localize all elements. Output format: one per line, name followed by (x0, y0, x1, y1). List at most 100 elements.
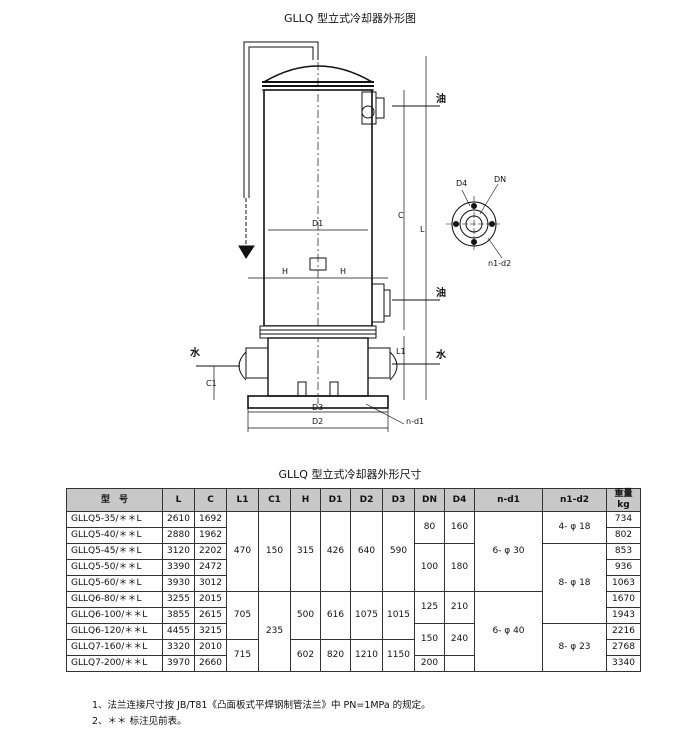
cell-model: GLLQ5-60/＊＊L (66, 575, 163, 592)
cell-C: 2472 (194, 559, 227, 576)
table-row: GLLQ7-200/＊＊L 3970 2660 200 3340 (66, 655, 641, 672)
header-D3: D3 (382, 488, 415, 512)
dim-D3-label: D3 (312, 403, 323, 412)
cell-H: 315 (290, 511, 321, 592)
cell-weight: 802 (606, 527, 641, 544)
cell-DN: 200 (414, 655, 445, 672)
cell-D1: 820 (320, 639, 351, 672)
dim-C-label: C (398, 211, 404, 220)
water-outlet-label: 水 (435, 348, 447, 361)
cell-L: 3970 (162, 655, 195, 672)
cell-model: GLLQ5-50/＊＊L (66, 559, 163, 576)
header-L1: L1 (226, 488, 259, 512)
cell-C: 2660 (194, 655, 227, 672)
dim-H-right-label: H (340, 267, 346, 276)
cell-D4: 180 (444, 543, 475, 592)
cell-L: 3120 (162, 543, 195, 560)
header-L: L (162, 488, 195, 512)
cell-H: 602 (290, 639, 321, 672)
cell-C: 1692 (194, 511, 227, 528)
cell-model: GLLQ6-80/＊＊L (66, 591, 163, 608)
cell-D4: 240 (444, 623, 475, 656)
table-header-row: 型 号 L C L1 C1 H D1 D2 D3 DN D4 n-d1 n1-d… (66, 488, 641, 512)
cell-DN: 100 (414, 543, 445, 592)
cell-n1d2: 4- φ 18 (542, 511, 607, 544)
cell-D2: 640 (350, 511, 383, 592)
cell-C: 1962 (194, 527, 227, 544)
external-pipe (243, 41, 319, 198)
header-weight-unit: kg (617, 500, 630, 510)
table-row: GLLQ5-60/＊＊L 3930 3012 1063 (66, 575, 641, 592)
header-H: H (290, 488, 321, 512)
drawing-title: GLLQ 型立式冷却器外形图 (284, 12, 416, 25)
cell-C1: 150 (258, 511, 291, 592)
cell-DN: 125 (414, 591, 445, 624)
cell-L: 3255 (162, 591, 195, 608)
cell-C: 2202 (194, 543, 227, 560)
table-row: GLLQ5-50/＊＊L 3390 2472 936 (66, 559, 641, 576)
cell-D2: 1075 (350, 591, 383, 640)
cell-weight: 853 (606, 543, 641, 560)
cell-DN: 80 (414, 511, 445, 544)
cell-D3: 590 (382, 511, 415, 592)
dim-D2-label: D2 (312, 417, 323, 426)
dim-C1-label: C1 (206, 379, 217, 388)
header-nd1: n-d1 (474, 488, 543, 512)
cell-weight: 734 (606, 511, 641, 528)
cell-L: 2880 (162, 527, 195, 544)
header-n1d2: n1-d2 (542, 488, 607, 512)
water-inlet-label: 水 (189, 346, 201, 359)
header-C: C (194, 488, 227, 512)
cell-D4 (444, 655, 475, 672)
cell-weight: 3340 (606, 655, 641, 672)
table-row: GLLQ5-35/＊＊L 2610 1692 470 150 315 426 6… (66, 511, 641, 592)
footnotes: 1、法兰连接尺寸按 JB/T81《凸面板式平焊钢制管法兰》中 PN=1MPa 的… (92, 698, 431, 730)
dim-DN-label: DN (494, 175, 506, 184)
header-D1: D1 (320, 488, 351, 512)
cell-C1: 235 (258, 591, 291, 672)
base-plate (247, 395, 389, 409)
cell-D2: 1210 (350, 639, 383, 672)
cell-L: 3390 (162, 559, 195, 576)
header-DN: DN (414, 488, 445, 512)
cell-C: 2015 (194, 591, 227, 608)
dim-D1-label: D1 (312, 219, 323, 228)
header-D2: D2 (350, 488, 383, 512)
cell-C: 2010 (194, 639, 227, 656)
cell-D1: 426 (320, 511, 351, 592)
cell-L: 4455 (162, 623, 195, 640)
header-C1: C1 (258, 488, 291, 512)
cell-L1: 715 (226, 639, 259, 672)
cell-weight: 1943 (606, 607, 641, 624)
note-1: 1、法兰连接尺寸按 JB/T81《凸面板式平焊钢制管法兰》中 PN=1MPa 的… (92, 700, 431, 711)
cell-model: GLLQ7-200/＊＊L (66, 655, 163, 672)
cooler-outline-drawing: 油 油 水 水 C L L1 H H D1 D3 D2 C1 n-d1 n1-d… (189, 41, 511, 432)
table-row: GLLQ6-80/＊＊L 3255 2015 705 235 500 616 1… (66, 591, 641, 672)
cell-nd1: 6- φ 30 (474, 511, 543, 592)
cell-nd1: 6- φ 40 (474, 591, 543, 672)
cell-L: 3855 (162, 607, 195, 624)
dimension-table: 型 号 L C L1 C1 H D1 D2 D3 DN D4 n-d1 n1-d… (66, 488, 641, 672)
dim-H-left-label: H (282, 267, 288, 276)
cell-n1d2: 8- φ 23 (542, 623, 607, 672)
cell-C: 2615 (194, 607, 227, 624)
note-2: 2、＊＊ 标注见前表。 (92, 716, 187, 727)
dim-L1-label: L1 (396, 347, 406, 356)
cell-model: GLLQ5-35/＊＊L (66, 511, 163, 528)
cell-model: GLLQ5-45/＊＊L (66, 543, 163, 560)
cell-L1: 470 (226, 511, 259, 592)
cell-weight: 2216 (606, 623, 641, 640)
cell-L: 3320 (162, 639, 195, 656)
cell-D4: 210 (444, 591, 475, 624)
middle-flange (259, 325, 377, 339)
dim-D4-label: D4 (456, 179, 467, 188)
cell-C: 3012 (194, 575, 227, 592)
cell-model: GLLQ6-100/＊＊L (66, 607, 163, 624)
cell-D3: 1150 (382, 639, 415, 672)
cell-L: 2610 (162, 511, 195, 528)
cell-D3: 1015 (382, 591, 415, 640)
cell-weight: 1063 (606, 575, 641, 592)
header-weight-label: 重量 (614, 489, 633, 499)
cell-L1: 705 (226, 591, 259, 640)
header-weight: 重量 kg (606, 488, 641, 512)
